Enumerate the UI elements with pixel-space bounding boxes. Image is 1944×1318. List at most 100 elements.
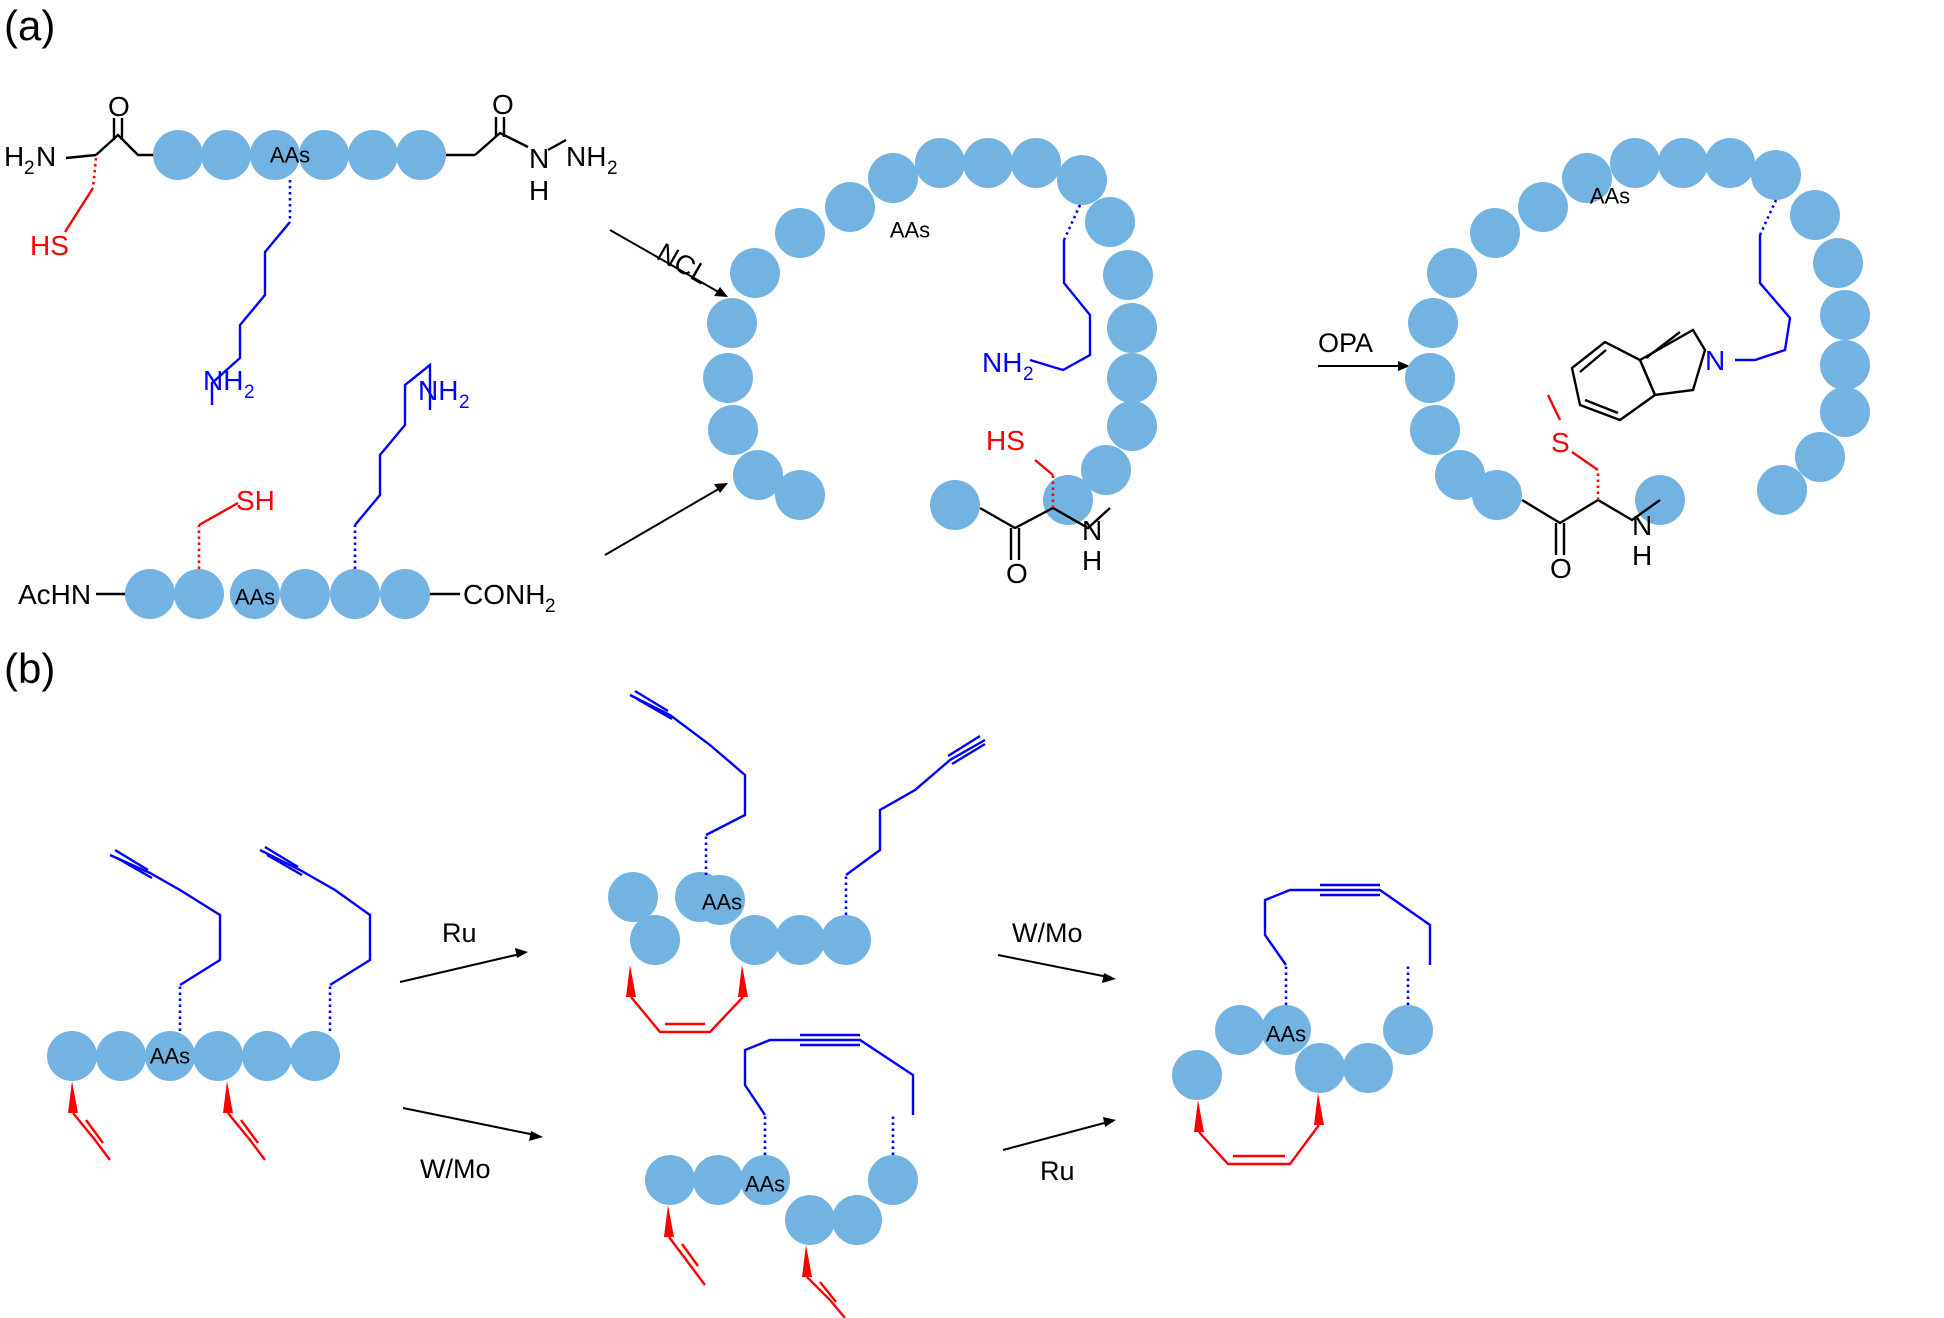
amino-acid-bead <box>145 1031 195 1081</box>
amino-acid-bead <box>868 1155 918 1205</box>
amino-acid-bead <box>1011 138 1061 188</box>
amino-acid-bead <box>1757 465 1807 515</box>
amino-acid-bead <box>703 353 753 403</box>
amino-acid-bead <box>1343 1043 1393 1093</box>
amino-acid-bead <box>1408 298 1458 348</box>
amino-acid-bead <box>1610 138 1660 188</box>
linear-diene-diyne-peptide: AAs <box>47 845 372 1161</box>
amino-acid-bead <box>1107 401 1157 451</box>
lysine-amine-label: NH <box>418 375 458 406</box>
panel-label-a: (a) <box>4 2 55 49</box>
alkene-macrocycle-intermediate: AAs <box>608 689 986 1034</box>
amino-acid-bead <box>608 872 658 922</box>
amino-acid-bead <box>1820 290 1870 340</box>
amino-acid-bead <box>740 1155 790 1205</box>
amino-acid-bead <box>1043 475 1093 525</box>
amino-acid-bead <box>290 1031 340 1081</box>
bead-label-aas: AAs <box>745 1172 785 1197</box>
amino-acid-bead <box>821 915 871 965</box>
isoindole-nitrogen-label: N <box>1705 345 1725 376</box>
amino-acid-bead <box>1751 150 1801 200</box>
amino-acid-bead <box>1085 197 1135 247</box>
amino-acid-bead <box>280 569 330 619</box>
cysteine-thiol-label: HS <box>986 425 1025 456</box>
amino-acid-bead <box>1057 155 1107 205</box>
linear-peptide-hydrazide: O H 2 N HS AAs O N H NH 2 NH 2 <box>4 89 618 405</box>
amino-acid-bead <box>930 480 980 530</box>
lysine-amine-subscript: 2 <box>459 392 470 413</box>
acetyl-amine-label: AcHN <box>18 579 91 610</box>
amino-acid-bead <box>1470 208 1520 258</box>
amino-acid-bead <box>1795 432 1845 482</box>
amino-acid-bead <box>1405 353 1455 403</box>
amino-acid-bead <box>1103 250 1153 300</box>
opa-condition-label: OPA <box>1318 328 1373 358</box>
isoindole-sulfur-label: S <box>1551 427 1570 458</box>
bead-label-aas: AAs <box>235 585 275 610</box>
hydrazide-nh: N <box>529 143 549 174</box>
amine-subscript: 2 <box>24 158 35 179</box>
amide-n: N <box>1632 510 1652 541</box>
amino-acid-bead <box>733 450 783 500</box>
amino-acid-bead <box>1261 1005 1311 1055</box>
amino-acid-bead <box>645 1155 695 1205</box>
amino-acid-bead <box>1518 182 1568 232</box>
amino-acid-bead <box>242 1031 292 1081</box>
arrow-ru-bottom: Ru <box>1002 1117 1116 1186</box>
amino-acid-bead <box>1820 340 1870 390</box>
cysteine-thiol-label: SH <box>236 485 275 516</box>
bead-label-aas: AAs <box>1266 1022 1306 1047</box>
amino-acid-bead <box>348 130 398 180</box>
panel-label-b: (b) <box>4 645 55 692</box>
amide-h: H <box>1632 540 1652 571</box>
lysine-amine-subscript: 2 <box>244 382 255 403</box>
amino-acid-bead <box>1658 138 1708 188</box>
bicyclic-peptide-product: AAs <box>1172 883 1433 1166</box>
amine-n: N <box>36 141 56 172</box>
opa-arrow: OPA <box>1318 328 1410 371</box>
amino-acid-bead <box>1107 303 1157 353</box>
amino-acid-bead <box>868 153 918 203</box>
lysine-amine-subscript: 2 <box>1023 364 1034 385</box>
amino-acid-bead <box>174 569 224 619</box>
hydrazide-oxygen: O <box>492 89 514 120</box>
bead-label-aas: AAs <box>890 218 930 243</box>
amino-acid-bead <box>1705 138 1755 188</box>
amino-acid-bead <box>1295 1043 1345 1093</box>
lysine-amine-label: NH <box>203 365 243 396</box>
amino-acid-bead <box>380 569 430 619</box>
amino-acid-bead <box>775 208 825 258</box>
amide-n: N <box>1082 515 1102 546</box>
hydrazide-nh2: NH <box>566 141 606 172</box>
bead-label-aas: AAs <box>702 890 742 915</box>
amino-acid-bead <box>963 138 1013 188</box>
amino-acid-bead <box>915 138 965 188</box>
amine-h: H <box>4 141 24 172</box>
amino-acid-bead <box>1813 238 1863 288</box>
amino-acid-bead <box>1410 405 1460 455</box>
carbonyl-oxygen: O <box>108 91 130 122</box>
ru-bottom-condition-label: Ru <box>1040 1156 1075 1186</box>
bead-label-aas: AAs <box>150 1044 190 1069</box>
lysine-amine-label: NH <box>982 347 1022 378</box>
cysteine-thiol-label: HS <box>30 230 69 261</box>
amino-acid-bead <box>1472 470 1522 520</box>
hydrazide-h: H <box>529 175 549 206</box>
amino-acid-bead <box>1172 1050 1222 1100</box>
amino-acid-bead <box>825 182 875 232</box>
amino-acid-bead <box>775 915 825 965</box>
arrow-wmo-bottom: W/Mo <box>402 1107 543 1184</box>
amino-acid-bead <box>230 569 280 619</box>
amide-label: CONH <box>463 579 545 610</box>
amino-acid-bead <box>730 915 780 965</box>
amino-acid-bead <box>299 130 349 180</box>
amino-acid-bead <box>630 915 680 965</box>
arrow-ru-top: Ru <box>399 918 528 983</box>
bead-label-aas: AAs <box>1590 184 1630 209</box>
carbonyl-oxygen: O <box>1550 553 1572 584</box>
amino-acid-bead <box>396 130 446 180</box>
amino-acid-bead <box>47 1031 97 1081</box>
amino-acid-bead <box>153 130 203 180</box>
amide-subscript: 2 <box>545 596 556 617</box>
amino-acid-bead <box>125 569 175 619</box>
